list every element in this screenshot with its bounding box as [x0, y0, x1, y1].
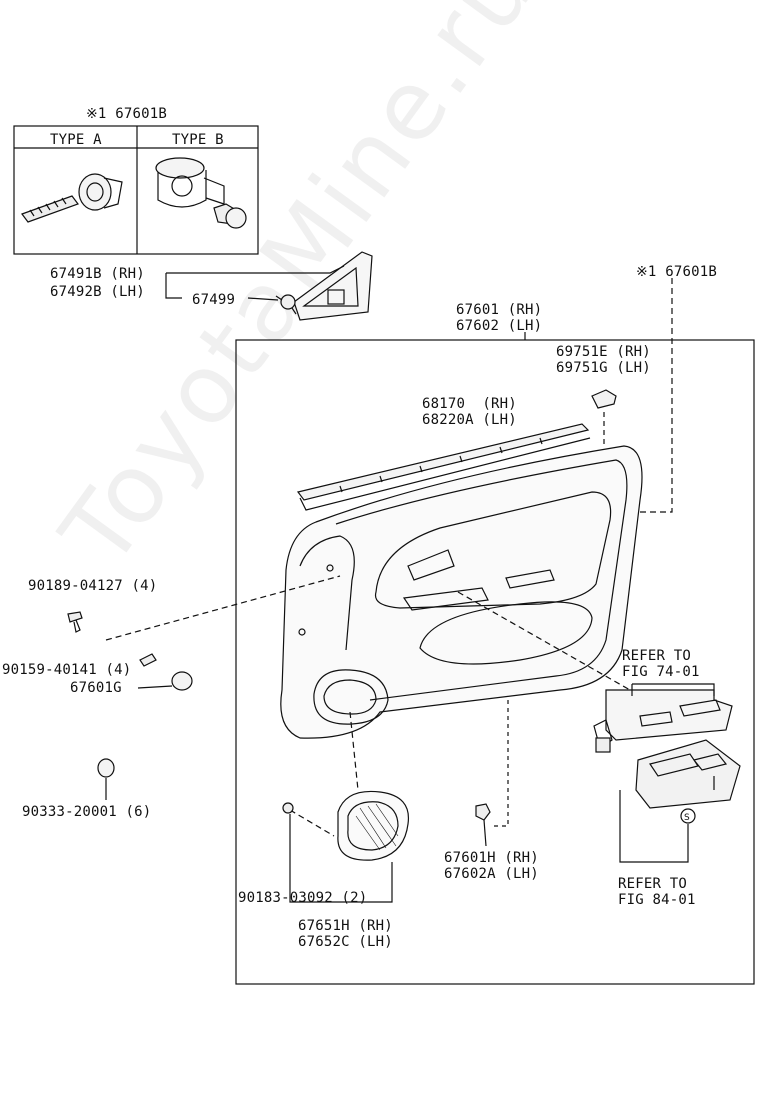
- reference-label: FIG 84-01: [618, 892, 696, 908]
- part-label: 68220A (LH): [422, 412, 517, 428]
- cap-67601g-icon: [171, 671, 193, 691]
- inset-title: ※1 67601B: [86, 106, 167, 122]
- part-label: 67602 (LH): [456, 318, 543, 334]
- clip-67601h-icon: [475, 803, 491, 847]
- reference-label: REFER TO: [618, 876, 688, 892]
- part-label: 68170 (RH): [422, 396, 517, 412]
- part-label: 90183-03092 (2): [238, 890, 368, 906]
- part-label: 67491B (RH): [50, 266, 145, 282]
- screw-90159-icon: [139, 653, 157, 667]
- part-label: 67602A (LH): [444, 866, 539, 882]
- clip-67499-icon: [275, 294, 297, 315]
- clip-type-b-icon: [155, 157, 247, 229]
- part-label: 67601G: [70, 680, 122, 696]
- part-label: ※1 67601B: [636, 264, 717, 280]
- part-label: 67499: [192, 292, 236, 308]
- clip-90333-icon: [97, 758, 115, 800]
- reference-label: REFER TO: [622, 648, 692, 664]
- part-label: 90189-04127 (4): [28, 578, 158, 594]
- speaker-grille-icon: [337, 790, 410, 861]
- part-label: 69751G (LH): [556, 360, 651, 376]
- part-label: 67652C (LH): [298, 934, 393, 950]
- part-label: 67651H (RH): [298, 918, 393, 934]
- part-label: 69751E (RH): [556, 344, 651, 360]
- part-label: 67601H (RH): [444, 850, 539, 866]
- inset-col-type-b: TYPE B: [172, 132, 224, 148]
- inset-col-type-a: TYPE A: [50, 132, 102, 148]
- cap-69751-icon: [591, 389, 617, 448]
- nut-90183-icon: [282, 802, 294, 814]
- svg-text:S: S: [684, 813, 690, 823]
- weatherstrip-icon: [296, 423, 591, 511]
- screw-90189-icon: [67, 611, 83, 633]
- corner-trim-icon: [293, 251, 373, 321]
- part-label: 90333-20001 (6): [22, 804, 152, 820]
- door-trim-panel-icon: [280, 445, 643, 739]
- switch-base-icon: [593, 689, 733, 753]
- part-label: 67492B (LH): [50, 284, 145, 300]
- assembly-frame: [235, 339, 755, 985]
- inset-box: [13, 125, 259, 255]
- part-label: 90159-40141 (4): [2, 662, 132, 678]
- part-label: 67601 (RH): [456, 302, 543, 318]
- reference-label: FIG 74-01: [622, 664, 700, 680]
- clip-type-a-icon: [21, 173, 123, 223]
- window-switch-icon: S: [635, 739, 741, 824]
